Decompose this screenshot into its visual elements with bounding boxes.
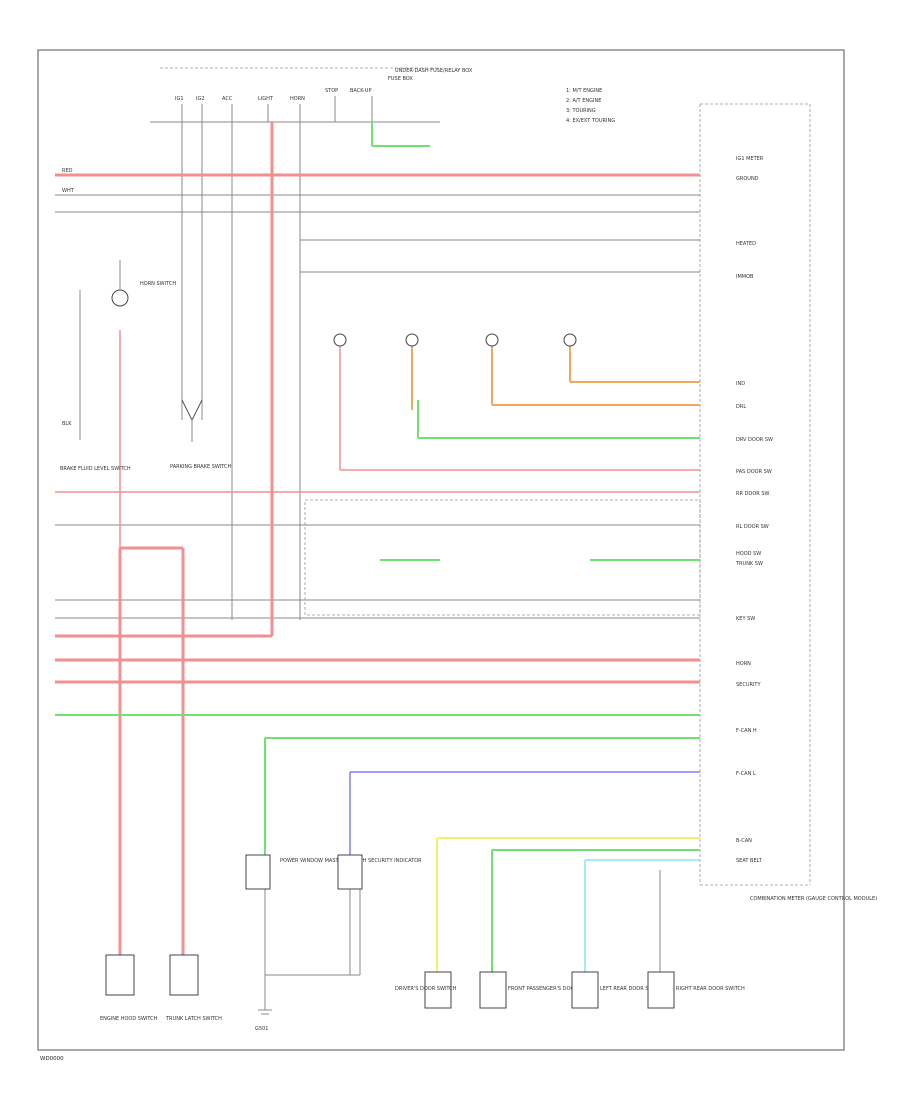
meter-pin-10: RL DOOR SW bbox=[736, 524, 769, 530]
combination-meter-label: COMBINATION METER (GAUGE CONTROL MODULE) bbox=[750, 896, 877, 902]
fuse-pin-4: LIGHT bbox=[258, 96, 274, 102]
fuse-box: UNDER-DASH FUSE/RELAY BOX FUSE BOX IG1 I… bbox=[150, 67, 473, 123]
grey-wires bbox=[55, 122, 700, 976]
indicator-lamps bbox=[333, 333, 577, 347]
fuse-pin-6: STOP bbox=[325, 88, 338, 94]
diagram-frame bbox=[37, 49, 845, 1051]
combination-meter: COMBINATION METER (GAUGE CONTROL MODULE) bbox=[699, 103, 877, 902]
power-window-label: POWER WINDOW MASTER SWITCH bbox=[280, 858, 367, 864]
legend-item-4: 4: EX/EXT TOURING bbox=[566, 118, 615, 124]
yellow-wires bbox=[436, 837, 700, 975]
internal-module-box bbox=[304, 499, 701, 616]
meter-pin-13: KEY SW bbox=[736, 616, 755, 622]
meter-pin-14: HORN bbox=[736, 661, 751, 667]
brake-fluid-label: BRAKE FLUID LEVEL SWITCH bbox=[60, 466, 131, 472]
meter-pin-8: PAS DOOR SW bbox=[736, 469, 772, 475]
meter-pin-4: IMMOB bbox=[736, 274, 754, 280]
engine-hood-label: ENGINE HOOD SWITCH bbox=[100, 1016, 158, 1022]
ground-g501: G501 bbox=[255, 975, 272, 1032]
meter-pin-19: SEAT BELT bbox=[736, 858, 763, 864]
left-rear-door-label: LEFT REAR DOOR SWITCH bbox=[600, 986, 665, 992]
legend-item-2: 2: A/T ENGINE bbox=[566, 98, 601, 104]
ground-label: G501 bbox=[255, 1026, 268, 1032]
meter-pin-17: F-CAN L bbox=[736, 771, 756, 777]
fuse-pin-5: HORN bbox=[290, 96, 305, 102]
left-label-2: BLK bbox=[62, 421, 72, 427]
parking-brake-switch: PARKING BRAKE SWITCH bbox=[170, 399, 232, 470]
pink-wires bbox=[55, 330, 700, 548]
right-rear-door-switch: RIGHT REAR DOOR SWITCH bbox=[647, 971, 745, 1009]
legend-item-1: 1: M/T ENGINE bbox=[566, 88, 602, 94]
fuse-pin-7: BACK-UP bbox=[350, 88, 372, 94]
meter-pin-6: DRL bbox=[736, 404, 746, 410]
meter-pin-15: SECURITY bbox=[736, 682, 761, 688]
diagram-code: WD0000 bbox=[40, 1056, 64, 1062]
engine-hood-switch: ENGINE HOOD SWITCH bbox=[100, 954, 158, 1022]
meter-pin-12: TRUNK SW bbox=[735, 561, 763, 567]
meter-pin-9: RR DOOR SW bbox=[736, 491, 769, 497]
meter-pin-1: IG1 METER bbox=[736, 156, 764, 162]
orange-wires bbox=[411, 345, 700, 410]
fuse-pin-2: IG2 bbox=[196, 96, 205, 102]
meter-pin-labels: IG1 METER GROUND HEATED IMMOB IND DRL DR… bbox=[735, 156, 773, 864]
left-rear-door-switch: LEFT REAR DOOR SWITCH bbox=[571, 971, 665, 1009]
horn-switch-label: HORN SWITCH bbox=[140, 281, 176, 287]
red-wires bbox=[55, 122, 700, 955]
fuse-pin-3: ACC bbox=[222, 96, 233, 102]
meter-pin-3: HEATED bbox=[736, 241, 756, 247]
cyan-wires bbox=[584, 859, 700, 975]
fuse-box-subtitle: FUSE BOX bbox=[388, 76, 413, 82]
horn-switch: HORN SWITCH bbox=[111, 260, 176, 307]
meter-pin-11: HOOD SW bbox=[736, 551, 761, 557]
fuse-box-title: UNDER-DASH FUSE/RELAY BOX bbox=[395, 68, 473, 74]
passenger-door-switch: FRONT PASSENGER'S DOOR SWITCH bbox=[479, 971, 599, 1009]
green-wires bbox=[55, 122, 700, 975]
trunk-switch: TRUNK LATCH SWITCH bbox=[165, 954, 222, 1022]
meter-pin-5: IND bbox=[736, 381, 745, 387]
power-window-switch: POWER WINDOW MASTER SWITCH bbox=[245, 854, 367, 890]
meter-pin-2: GROUND bbox=[736, 176, 759, 182]
parking-brake-label: PARKING BRAKE SWITCH bbox=[170, 464, 232, 470]
left-label-3: RED bbox=[62, 168, 73, 174]
blue-wires bbox=[349, 771, 700, 860]
passenger-door-label: FRONT PASSENGER'S DOOR SWITCH bbox=[508, 986, 599, 992]
left-ground: BRAKE FLUID LEVEL SWITCH bbox=[60, 290, 131, 472]
legend-item-3: 3: TOURING bbox=[566, 108, 596, 114]
legend: 1: M/T ENGINE 2: A/T ENGINE 3: TOURING 4… bbox=[566, 88, 615, 124]
fuse-pin-1: IG1 bbox=[175, 96, 184, 102]
right-rear-door-label: RIGHT REAR DOOR SWITCH bbox=[676, 986, 745, 992]
meter-pin-7: DRV DOOR SW bbox=[736, 437, 773, 443]
left-label-1: WHT bbox=[62, 188, 75, 194]
trunk-switch-label: TRUNK LATCH SWITCH bbox=[165, 1016, 222, 1022]
meter-pin-18: B-CAN bbox=[736, 838, 752, 844]
security-indicator: SECURITY INDICATOR bbox=[337, 854, 422, 890]
security-indicator-label: SECURITY INDICATOR bbox=[368, 858, 422, 864]
left-wire-labels: WHT BLK RED bbox=[62, 168, 75, 427]
driver-door-switch: DRIVER'S DOOR SWITCH bbox=[395, 971, 457, 1009]
driver-door-label: DRIVER'S DOOR SWITCH bbox=[395, 986, 457, 992]
meter-pin-16: F-CAN H bbox=[736, 728, 757, 734]
